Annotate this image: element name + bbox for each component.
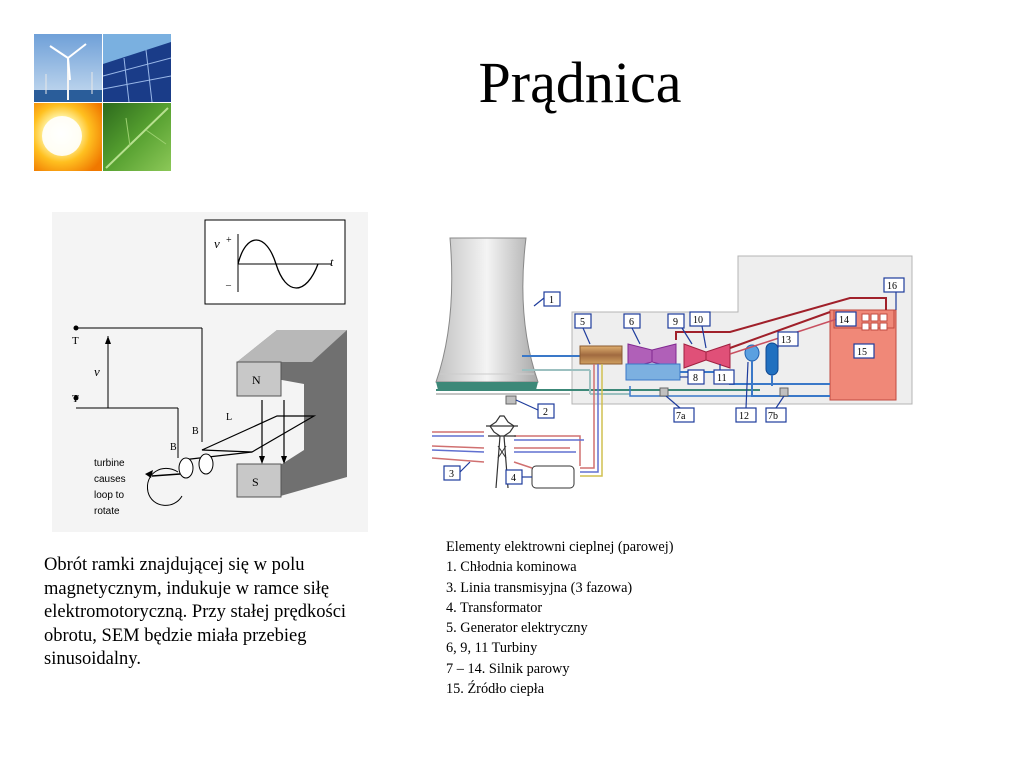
brush-label-1: B [192, 426, 199, 437]
body-text: Obrót ramki znajdującej się w polu magne… [44, 555, 347, 670]
svg-text:10: 10 [693, 315, 703, 326]
terminal-top-label: T [72, 335, 79, 347]
legend-item: 15. Źródło ciepła [446, 681, 545, 698]
sun-icon [34, 103, 102, 171]
slide-title: Prądnica [478, 50, 682, 115]
label-8: 8 [680, 369, 705, 385]
caption-line-1: turbine [94, 458, 125, 469]
svg-text:5: 5 [580, 317, 585, 328]
svg-text:4: 4 [511, 473, 516, 484]
label-1: 1 [533, 291, 561, 307]
legend-item: 3. Linia transmisyjna (3 fazowa) [446, 579, 633, 596]
legend-item: 5. Generator elektryczny [446, 620, 588, 637]
svg-text:8: 8 [693, 373, 698, 384]
label-10: 10 [689, 311, 711, 349]
label-14: 14 [835, 311, 857, 327]
svg-text:16: 16 [887, 281, 897, 292]
wind-turbine-icon [34, 34, 102, 102]
label-3: 3 [443, 461, 471, 481]
brush-label-2: B [170, 442, 177, 453]
generator-diagram: v + – t T T v N S L B B turbine causes l… [52, 212, 368, 532]
legend-item: 4. Transformator [446, 599, 543, 616]
svg-text:11: 11 [717, 373, 727, 384]
label-4: 4 [505, 469, 532, 485]
caption-line-4: rotate [94, 506, 120, 517]
graph-t-label: t [330, 255, 334, 269]
legend-item: 7 – 14. Silnik parowy [446, 660, 570, 677]
magnet-north-label: N [252, 373, 261, 387]
svg-text:7b: 7b [768, 411, 778, 422]
legend-heading: Elementy elektrowni cieplnej (parowej) [446, 539, 674, 555]
label-5: 5 [574, 313, 592, 345]
legend-item: 1. Chłodnia kominowa [446, 559, 577, 576]
label-15: 15 [853, 343, 875, 359]
svg-text:2: 2 [543, 407, 548, 418]
svg-text:15: 15 [857, 347, 867, 358]
transmission-tower-icon [486, 415, 518, 489]
label-16: 16 [883, 277, 905, 310]
label-11: 11 [713, 364, 735, 385]
graph-v-label: v [214, 236, 220, 251]
caption-line-3: loop to [94, 490, 124, 501]
svg-text:1: 1 [549, 295, 554, 306]
plant-legend: Elementy elektrowni cieplnej (parowej) 1… [446, 537, 766, 699]
label-2: 2 [515, 399, 555, 419]
voltage-label: v [94, 364, 100, 379]
graph-minus-label: – [225, 280, 232, 291]
svg-text:13: 13 [781, 335, 791, 346]
caption-line-2: causes [94, 474, 126, 485]
label-9: 9 [667, 313, 693, 345]
svg-text:12: 12 [739, 411, 749, 422]
legend-item: 6, 9, 11 Turbiny [446, 640, 538, 657]
svg-text:3: 3 [449, 469, 454, 480]
thermal-power-plant-diagram: 1 2 3 4 5 6 9 10 8 11 7a 12 7b 13 14 15 … [431, 237, 913, 489]
magnet-south-label: S [252, 475, 259, 489]
loop-label: L [226, 412, 232, 423]
terminal-bottom-label: T [72, 393, 79, 405]
graph-plus-label: + [226, 235, 232, 246]
svg-text:7a: 7a [676, 411, 686, 422]
renewable-energy-logo [34, 34, 171, 171]
label-7b: 7b [765, 395, 787, 423]
label-12: 12 [735, 361, 757, 423]
label-13: 13 [777, 331, 799, 348]
svg-text:9: 9 [673, 317, 678, 328]
label-7a: 7a [665, 395, 695, 423]
solar-panel-icon [102, 34, 171, 103]
svg-text:6: 6 [629, 317, 634, 328]
svg-text:14: 14 [839, 315, 849, 326]
leaf-icon [103, 103, 171, 171]
label-6: 6 [623, 313, 641, 345]
